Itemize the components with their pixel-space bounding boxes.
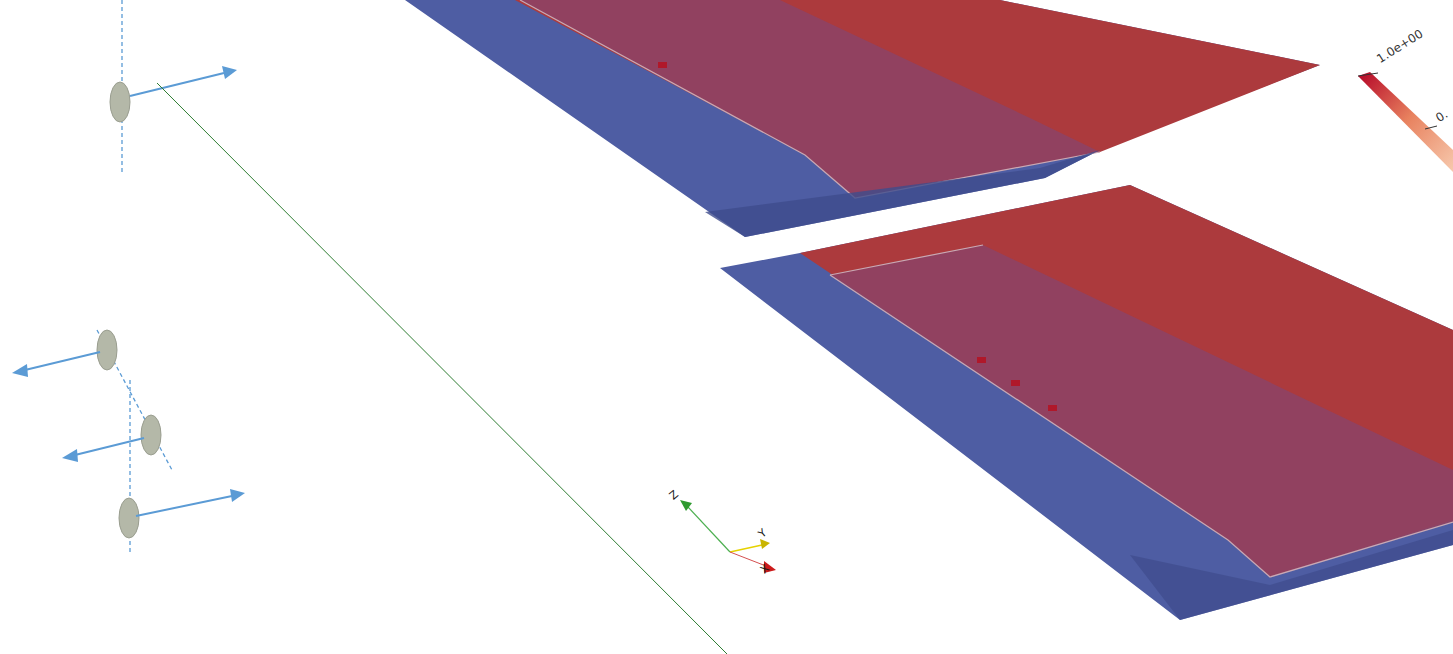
axis-label: Y (756, 527, 768, 540)
axis-triad (680, 500, 776, 573)
lower-body (720, 185, 1453, 620)
scale-value: 0. (1434, 108, 1450, 124)
axis-label: X (758, 562, 771, 575)
scale-value: 1.0e+00 (1375, 27, 1425, 65)
thruster-schematic (12, 0, 245, 555)
upper-body (405, 0, 1320, 237)
color-bar (1358, 72, 1453, 172)
axis-label: Z (667, 488, 680, 501)
guide-line (157, 83, 727, 654)
